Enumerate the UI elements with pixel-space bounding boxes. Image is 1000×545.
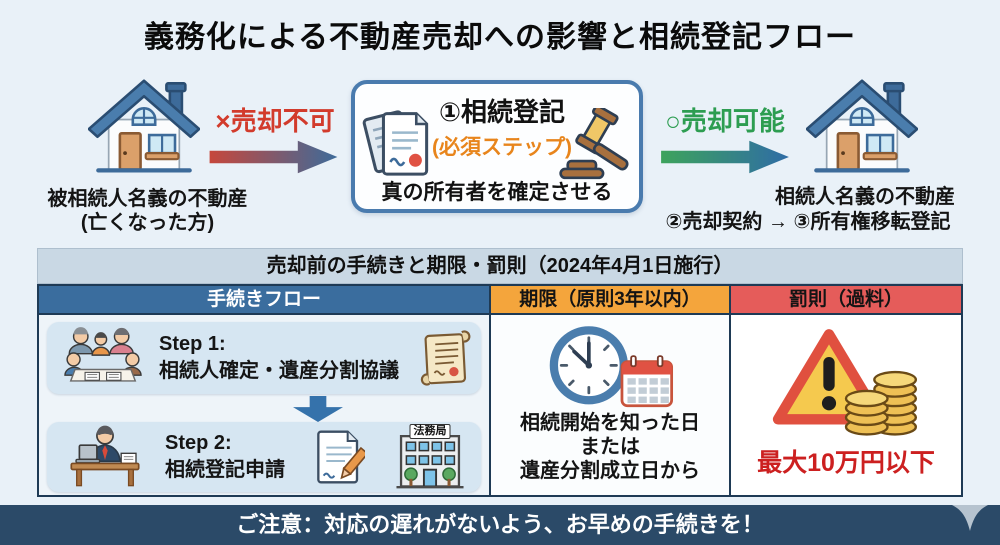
left-house-label-line1: 被相続人名義の不動産	[47, 188, 248, 210]
center-box-caption: 真の所有者を確定させる	[381, 181, 613, 204]
house-after-icon	[806, 74, 918, 178]
center-box-title: ①相続登記	[438, 97, 565, 127]
family-meeting-icon	[55, 325, 151, 391]
document-pencil-icon	[313, 427, 365, 487]
green-gradient-arrow-icon	[655, 139, 795, 175]
procedure-column: Step 1: 相続人確定・遺産分割協議	[37, 313, 491, 497]
chevron-down-icon	[952, 505, 988, 531]
center-box-subtitle: (必須ステップ)	[432, 136, 572, 159]
desk-worker-icon	[53, 425, 157, 487]
page-title: 義務化による不動産売却への影響と相続登記フロー	[143, 21, 857, 54]
column-header-procedure: 手続きフロー	[37, 284, 491, 315]
step2-text: Step 2: 相続登記申請	[165, 430, 285, 484]
deadline-line3: 遺産分割成立日から	[520, 460, 700, 482]
step2-label: Step 2:	[165, 432, 232, 454]
right-house-label-line2: ②売却契約 → ③所有権移転登記	[665, 211, 951, 233]
step1-description: 相続人確定・遺産分割協議	[159, 360, 399, 382]
deadline-line1: 相続開始を知った日	[520, 412, 700, 434]
sale-ok-label: ○売却可能	[665, 106, 785, 136]
gavel-icon	[555, 108, 637, 184]
left-house-label: 被相続人名義の不動産 (亡くなった方)	[10, 187, 285, 235]
step1-label: Step 1:	[159, 333, 226, 355]
building-sign-label: 法務局	[409, 424, 451, 439]
step1-box: Step 1: 相続人確定・遺産分割協議	[47, 322, 481, 394]
step2-description: 相続登記申請	[165, 459, 285, 481]
red-gradient-arrow-icon	[202, 139, 345, 175]
house-before-icon	[88, 74, 200, 178]
deadline-text: 相続開始を知った日 または 遺産分割成立日から	[491, 411, 729, 483]
scroll-document-icon	[417, 325, 475, 391]
column-header-penalty: 罰則（過料）	[729, 284, 963, 315]
step2-box: Step 2: 相続登記申請	[47, 422, 481, 492]
deadline-column: 相続開始を知った日 または 遺産分割成立日から	[489, 313, 731, 497]
step1-text: Step 1: 相続人確定・遺産分割協議	[159, 331, 399, 385]
penalty-amount: 最大10万円以下	[757, 449, 935, 477]
inheritance-registration-box: ①相続登記 (必須ステップ) 真の所有者を確定させる	[351, 80, 643, 213]
table-band-title: 売却前の手続きと期限・罰則（2024年4月1日施行）	[37, 248, 963, 284]
no-sale-label: ×売却不可	[215, 106, 335, 136]
government-building-icon: 法務局	[383, 424, 477, 489]
warning-coins-icon	[766, 323, 926, 441]
left-house-label-line2: (亡くなった方)	[80, 212, 215, 234]
column-header-deadline: 期限（原則3年以内）	[489, 284, 731, 315]
right-house-label-line1: 相続人名義の不動産	[775, 186, 955, 208]
clock-calendar-icon	[535, 323, 685, 415]
documents-seal-icon	[361, 102, 437, 184]
down-arrow-icon	[293, 396, 343, 422]
deadline-line2: または	[580, 436, 640, 458]
footer-notice-text: ご注意：対応の遅れがないよう、お早めの手続きを！	[236, 512, 764, 537]
footer-notice-bar: ご注意：対応の遅れがないよう、お早めの手続きを！	[0, 505, 1000, 545]
penalty-column: 最大10万円以下	[729, 313, 963, 497]
